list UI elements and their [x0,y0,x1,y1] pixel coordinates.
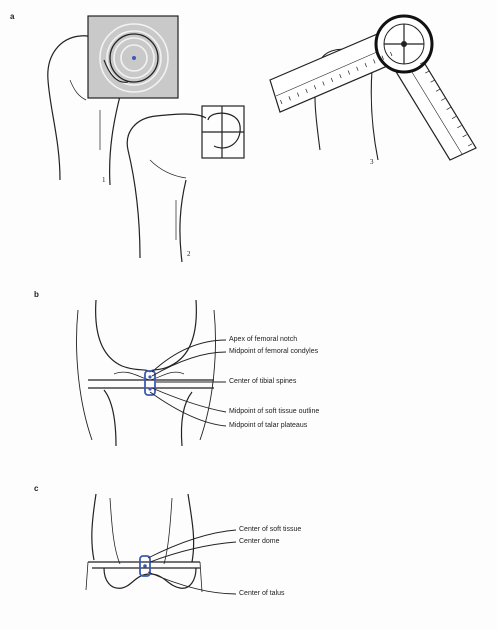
knee-center-mark [145,371,155,395]
knee-label-femoral-condyles: Midpoint of femoral condyles [229,348,318,356]
panel-c-letter: c [34,484,38,493]
grid-box [202,106,244,158]
knee-label-soft-tissue: Midpoint of soft tissue outline [229,408,319,416]
ankle-label-center-dome: Center dome [239,538,279,546]
knee-label-talar-plateaus: Midpoint of talar plateaus [229,422,307,430]
panel-b-letter: b [34,290,39,299]
ankle-drawing [86,494,202,592]
knee-label-femoral-notch: Apex of femoral notch [229,336,297,344]
subfigure-2-number: 2 [187,250,191,258]
panel-a-letter: a [10,12,14,21]
subfigure-3-number: 3 [370,158,374,166]
goniometer-dial [376,16,432,72]
ankle-label-talus: Center of talus [239,590,285,598]
femur-2-drawing [127,114,206,262]
head-center-dot [132,56,136,60]
knee-leader-lines [150,340,226,426]
ankle-center-mark [140,556,150,576]
knee-label-tibial-spines: Center of tibial spines [229,378,296,386]
subfigure-1-number: 1 [102,176,106,184]
ankle-label-soft-tissue: Center of soft tissue [239,526,301,534]
